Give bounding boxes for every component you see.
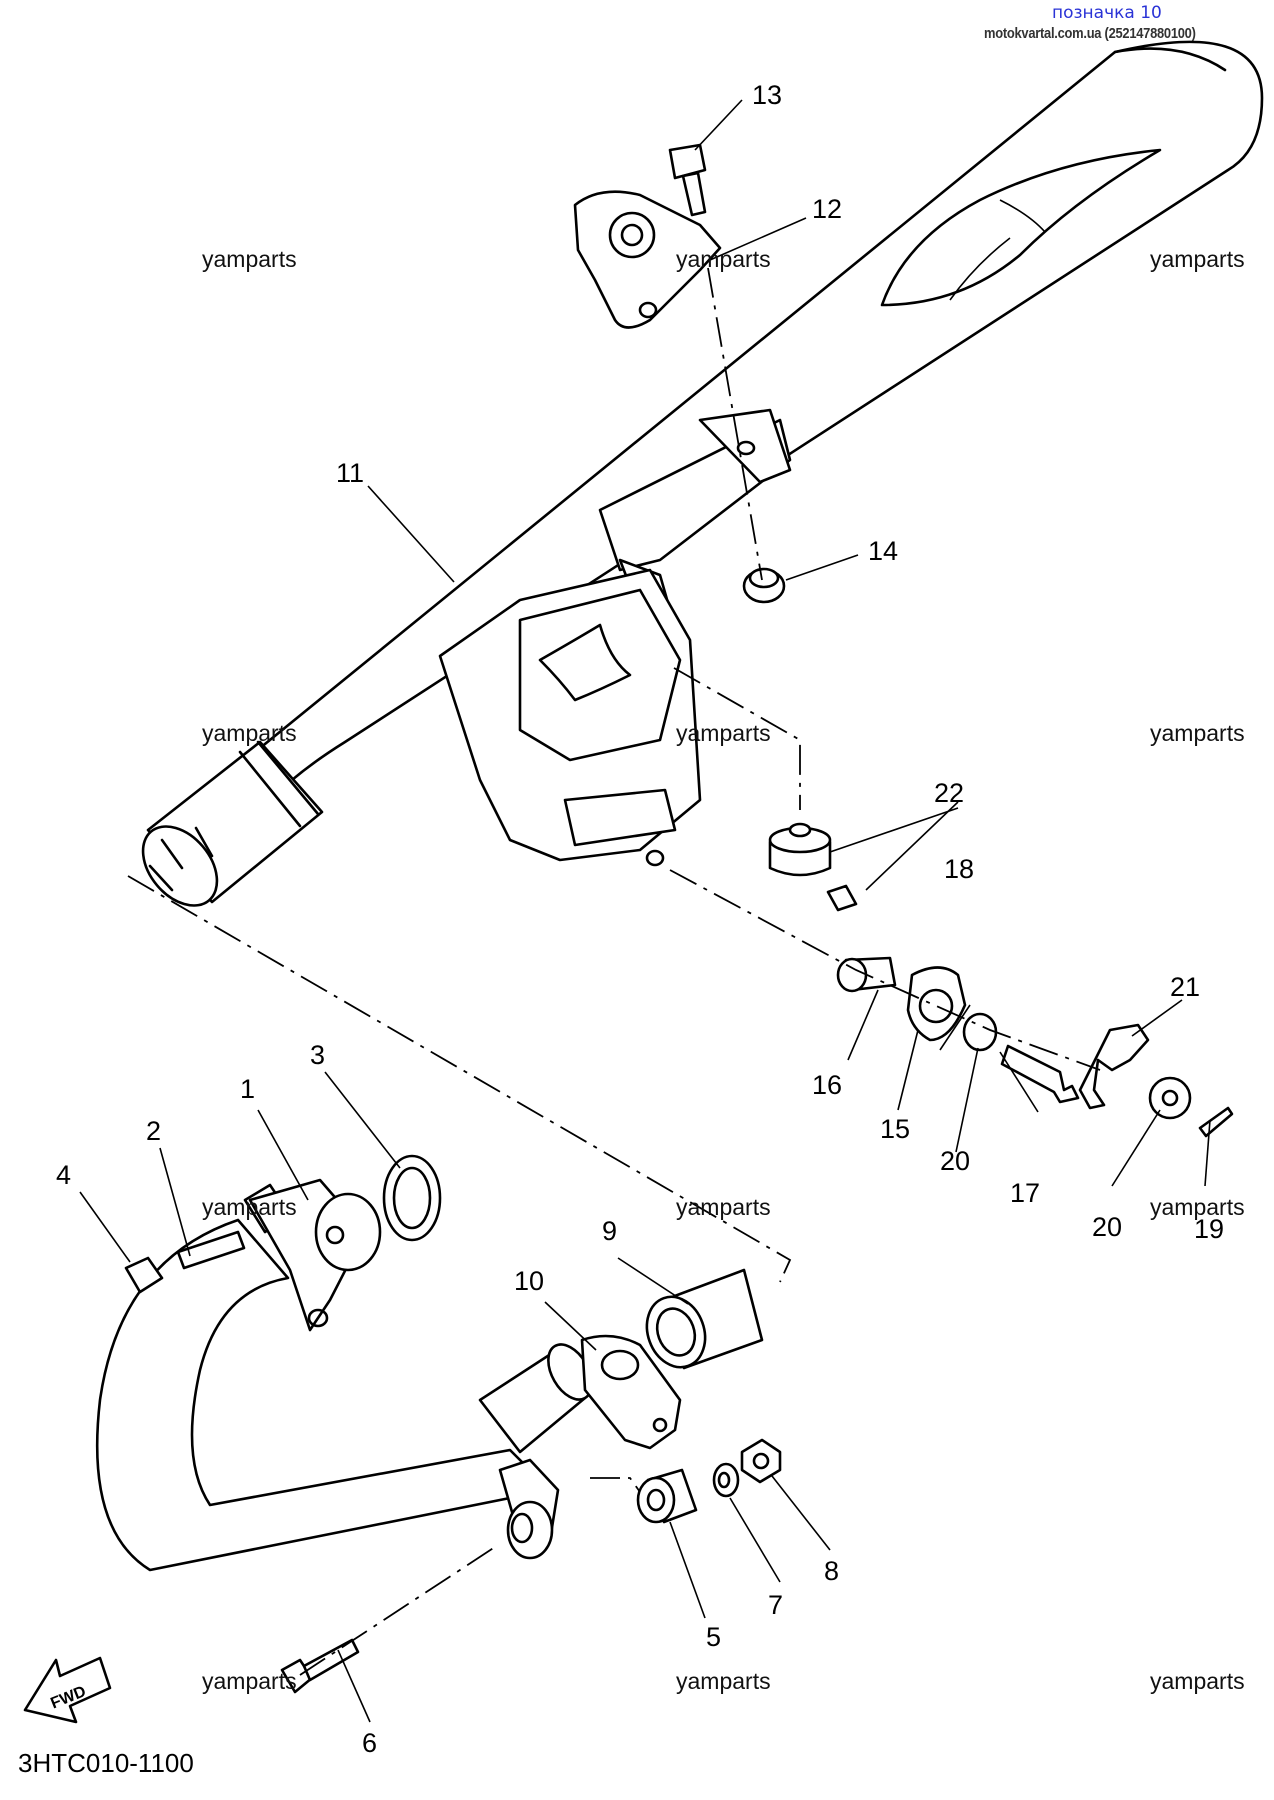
mounting-assembly [826,884,1234,1138]
callout-15: 15 [880,1114,910,1144]
nut-14 [742,567,786,604]
watermark: yamparts [1150,246,1245,272]
callout-18: 18 [944,854,974,884]
exhaust-pipe [95,1178,593,1572]
callout-8: 8 [824,1556,839,1586]
header-link[interactable]: позначка 10 [1052,3,1162,23]
muffler [141,40,1264,907]
nut-8 [740,1438,782,1484]
watermark: yamparts [676,1668,771,1694]
callout-6: 6 [362,1728,377,1758]
watermark: yamparts [202,720,297,746]
diagram-code: 3HTC010-1100 [18,1748,194,1778]
callout-4: 4 [56,1160,71,1190]
callout-14: 14 [868,536,898,566]
callout-7: 7 [768,1590,783,1620]
callout-3: 3 [310,1040,325,1070]
callout-16: 16 [812,1070,842,1100]
callout-1: 1 [240,1074,255,1104]
watermark: yamparts [676,246,771,272]
leader-lines [79,99,1211,1723]
watermark: yamparts [202,1668,297,1694]
callout-5: 5 [706,1622,721,1652]
watermark: yamparts [202,246,297,272]
callout-labels: 1 2 3 4 5 6 7 8 9 10 11 12 13 14 15 16 1… [56,80,1224,1758]
callout-21: 21 [1170,972,1200,1002]
callout-9: 9 [602,1216,617,1246]
watermark: yamparts [1150,1194,1245,1220]
bracket-12 [573,190,722,329]
callout-10: 10 [514,1266,544,1296]
callout-17: 17 [1010,1178,1040,1208]
callout-19: 19 [1194,1214,1224,1244]
nut-4 [124,1256,164,1294]
watermark: yamparts [202,1194,297,1220]
bolt-6 [280,1638,360,1694]
watermark: yamparts [1150,720,1245,746]
watermark: yamparts [676,1194,771,1220]
callout-22: 22 [934,778,964,808]
callout-12: 12 [812,194,842,224]
watermark: yamparts [1150,1668,1245,1694]
clamp-10 [580,1334,682,1450]
bolt-13 [668,143,707,217]
damper-5 [636,1468,698,1524]
watermark: yamparts [676,720,771,746]
washer-7 [712,1462,740,1498]
stud-2 [176,1230,246,1270]
damper-22 [768,822,832,877]
callout-11: 11 [336,458,364,488]
callout-2: 2 [146,1116,161,1146]
center-lines [127,267,1101,1676]
callout-13: 13 [752,80,782,110]
joint-9 [645,1268,764,1370]
header-source: motokvartal.com.ua (252147880100) [984,25,1196,42]
fwd-arrow-icon: FWD [23,1656,112,1724]
callout-20a: 20 [940,1146,970,1176]
callout-20b: 20 [1092,1212,1122,1242]
